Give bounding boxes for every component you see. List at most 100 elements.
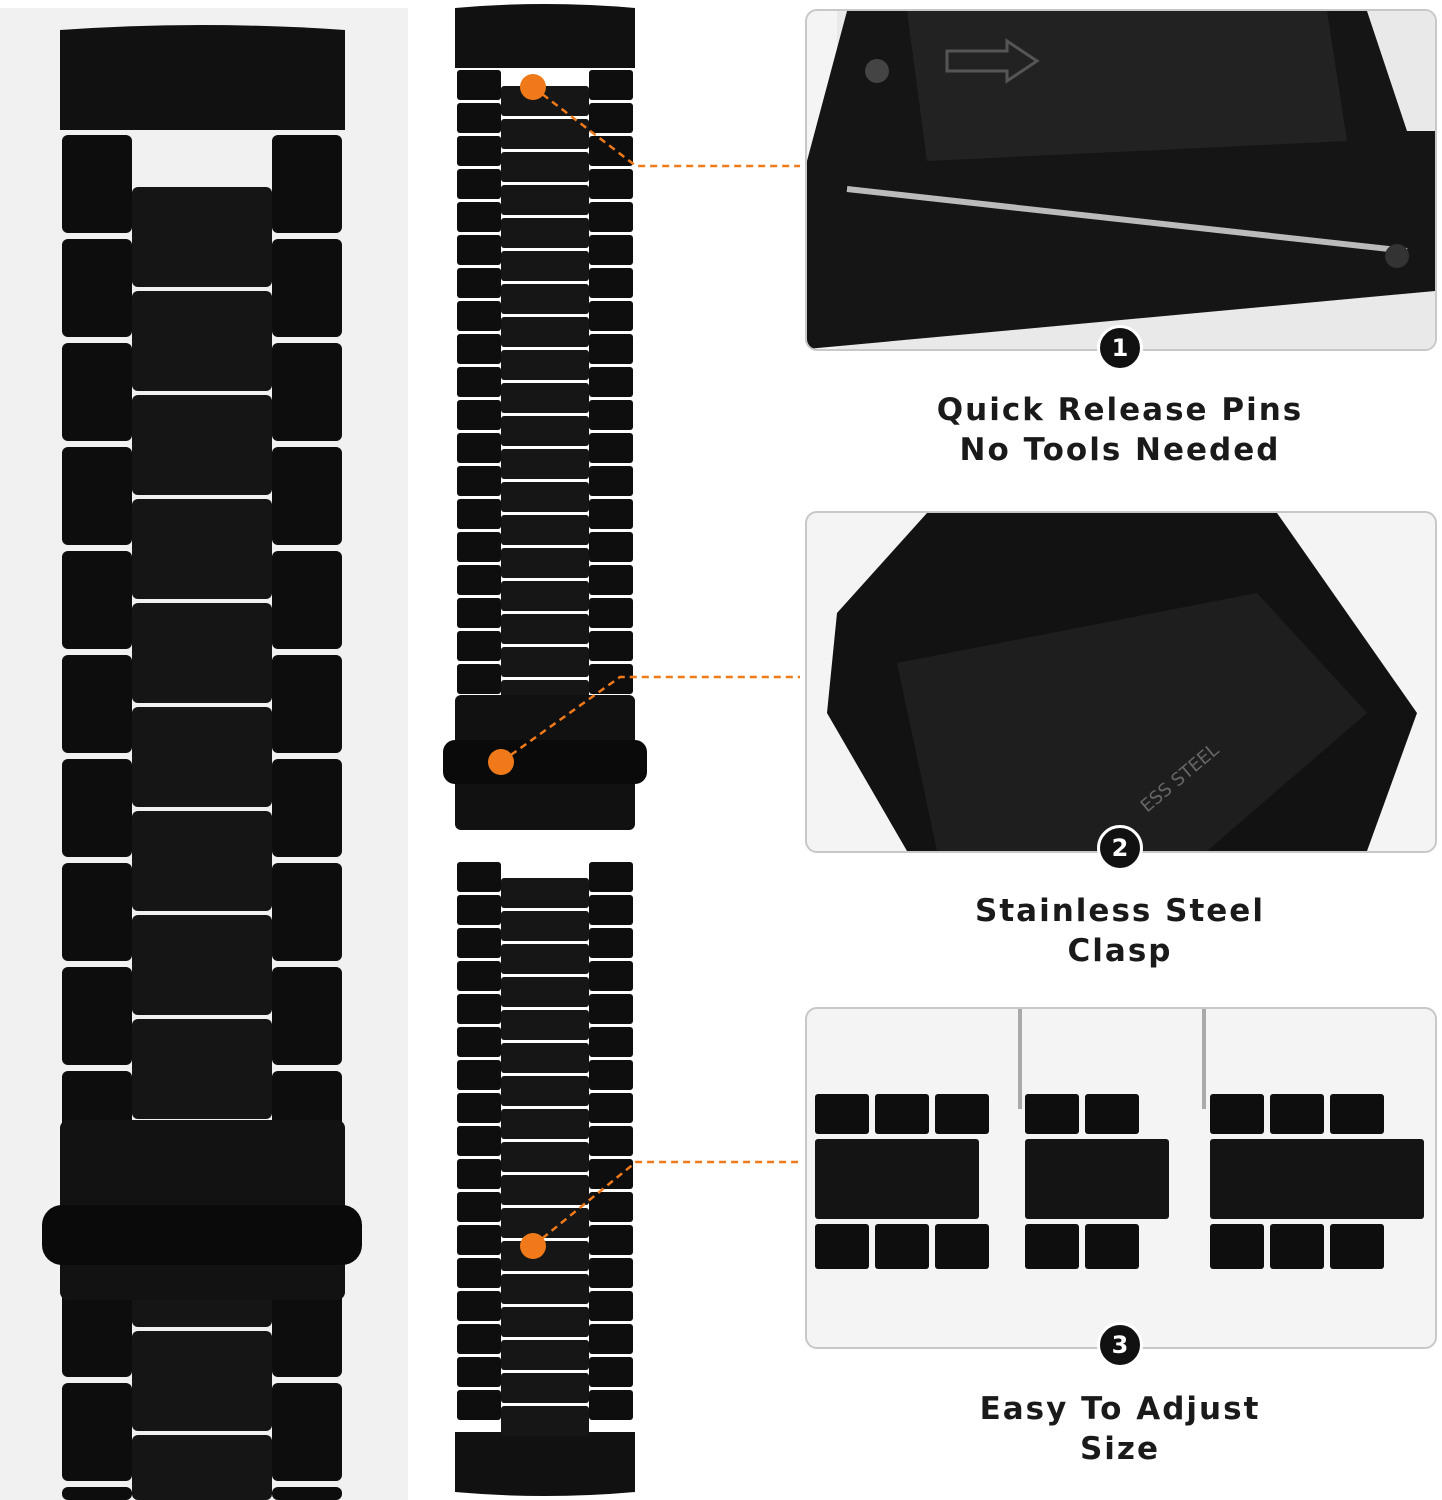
band-link xyxy=(132,187,272,287)
feature-caption-2: Stainless Steel Clasp xyxy=(860,891,1380,971)
band-link xyxy=(132,603,272,703)
band-link xyxy=(62,759,132,857)
feature-caption-3: Easy To Adjust Size xyxy=(860,1389,1380,1469)
band-link xyxy=(62,1487,132,1500)
band-link xyxy=(1270,1094,1324,1134)
band-link xyxy=(457,895,501,925)
band-link xyxy=(457,1324,501,1354)
band-link xyxy=(589,268,633,298)
feature-caption-1: Quick Release Pins No Tools Needed xyxy=(860,390,1380,470)
band-link xyxy=(501,1142,589,1172)
band-link xyxy=(589,136,633,166)
caption-line: No Tools Needed xyxy=(959,432,1281,468)
band-link xyxy=(589,598,633,628)
band-link xyxy=(501,350,589,380)
band-link xyxy=(1210,1094,1264,1134)
band-link xyxy=(272,655,342,753)
band-link xyxy=(1330,1094,1384,1134)
band-link xyxy=(589,103,633,133)
band-link xyxy=(272,135,342,233)
band-link xyxy=(132,291,272,391)
band-link xyxy=(272,1487,342,1500)
band-link xyxy=(457,433,501,463)
band-link xyxy=(272,343,342,441)
band-link xyxy=(62,967,132,1065)
band-link xyxy=(589,334,633,364)
band-link xyxy=(501,1043,589,1073)
band-link xyxy=(501,911,589,941)
band-link xyxy=(501,482,589,512)
band-link xyxy=(501,1340,589,1370)
band-link xyxy=(501,614,589,644)
band-link xyxy=(589,301,633,331)
band-end-bottom xyxy=(455,1432,635,1496)
band-link xyxy=(457,1126,501,1156)
band-link xyxy=(501,251,589,281)
band-link xyxy=(457,70,501,100)
band-link xyxy=(501,515,589,545)
band-link xyxy=(589,994,633,1024)
band-link xyxy=(457,994,501,1024)
band-link xyxy=(62,447,132,545)
band-link xyxy=(457,1225,501,1255)
band-link xyxy=(457,532,501,562)
band-link xyxy=(501,1373,589,1403)
band-link xyxy=(589,169,633,199)
callout-line xyxy=(532,1160,800,1247)
band-link xyxy=(815,1139,979,1219)
band-link xyxy=(1330,1224,1384,1269)
band-link xyxy=(457,169,501,199)
band-end-top xyxy=(455,4,635,68)
band-link xyxy=(457,202,501,232)
band-link xyxy=(875,1224,929,1269)
band-link xyxy=(589,1027,633,1057)
band-link xyxy=(589,433,633,463)
band-link xyxy=(272,239,342,337)
band-link xyxy=(272,759,342,857)
band-link xyxy=(272,447,342,545)
callout-dot xyxy=(520,1233,546,1259)
band-link xyxy=(589,1060,633,1090)
band-link xyxy=(589,235,633,265)
band-link xyxy=(457,466,501,496)
band-link xyxy=(1085,1094,1139,1134)
band-link xyxy=(589,367,633,397)
band-link xyxy=(501,1010,589,1040)
band-link xyxy=(935,1094,989,1134)
band-link xyxy=(501,878,589,908)
band-link xyxy=(132,915,272,1015)
band-link xyxy=(589,928,633,958)
band-link xyxy=(62,239,132,337)
feature-image-quick-release xyxy=(805,9,1437,351)
band-link xyxy=(589,631,633,661)
caption-line: Quick Release Pins xyxy=(936,392,1304,428)
band-link xyxy=(501,647,589,677)
feature-image-clasp: ESS STEEL xyxy=(805,511,1437,853)
band-link xyxy=(589,565,633,595)
band-link xyxy=(457,367,501,397)
band-link xyxy=(501,1406,589,1436)
band-link xyxy=(457,334,501,364)
quick-release-pin-image xyxy=(807,11,1435,349)
band-link xyxy=(501,152,589,182)
band-link xyxy=(457,301,501,331)
caption-line: Easy To Adjust xyxy=(979,1391,1261,1427)
band-link xyxy=(62,343,132,441)
band-link xyxy=(132,499,272,599)
band-link xyxy=(457,400,501,430)
band-link xyxy=(589,1258,633,1288)
band-link xyxy=(501,119,589,149)
band-link xyxy=(589,532,633,562)
band-link xyxy=(457,1192,501,1222)
band-link xyxy=(1025,1094,1079,1134)
band-link xyxy=(132,1331,272,1431)
band-link xyxy=(589,1159,633,1189)
band-link xyxy=(501,581,589,611)
band-link xyxy=(589,862,633,892)
band-link xyxy=(1270,1224,1324,1269)
band-link xyxy=(501,944,589,974)
band-link xyxy=(457,1390,501,1420)
band-link xyxy=(589,1093,633,1123)
band-link xyxy=(589,499,633,529)
